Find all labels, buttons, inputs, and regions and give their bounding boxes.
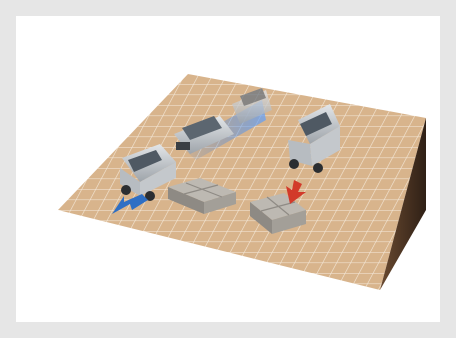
image-frame	[16, 16, 440, 322]
parking-slope-illustration	[16, 16, 440, 322]
